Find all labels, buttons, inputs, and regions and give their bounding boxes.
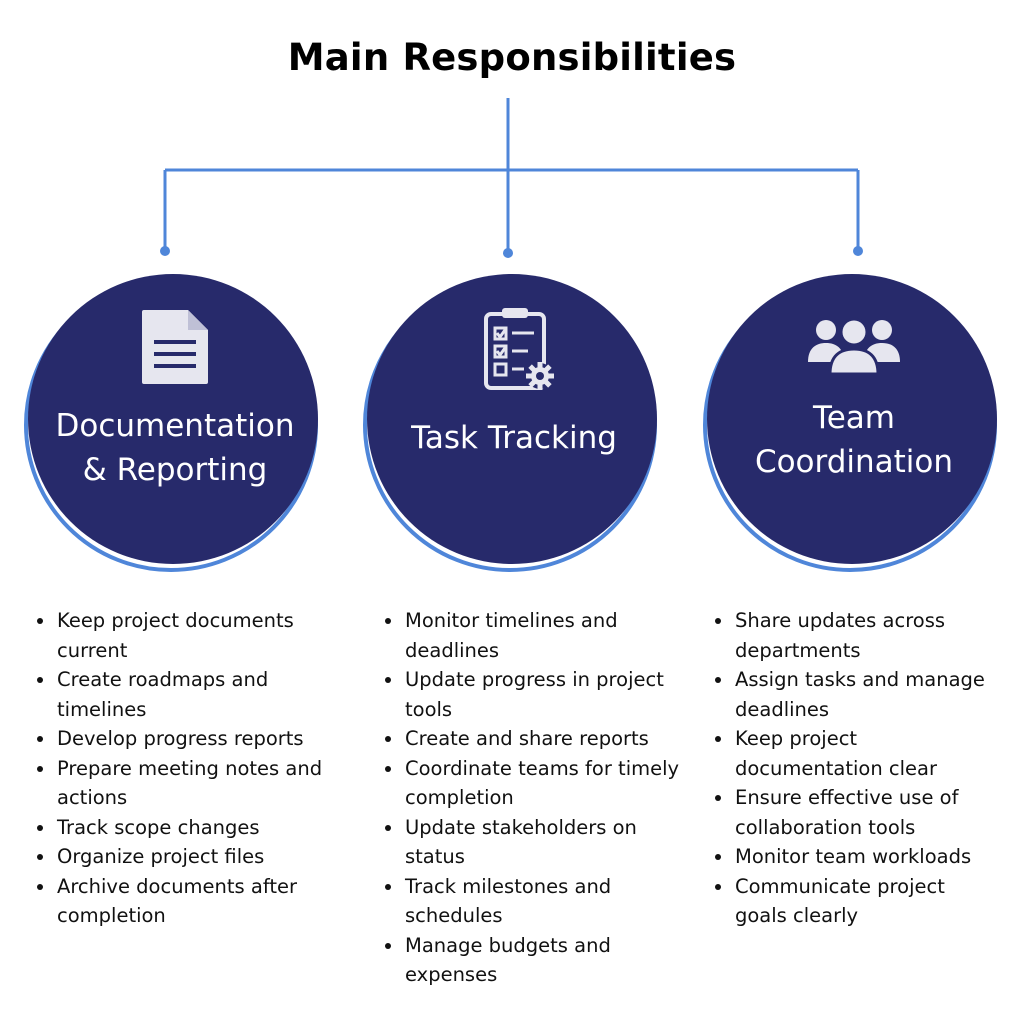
list-item: Develop progress reports [35,724,353,754]
right-connector-dot [853,246,863,256]
list-item: Prepare meeting notes and actions [35,754,353,813]
list-item: Keep project documentation clear [713,724,995,783]
list-item: Ensure effective use of collaboration to… [713,783,995,842]
documentation-task-list: Keep project documents current Create ro… [35,606,353,931]
list-item: Create roadmaps and timelines [35,665,353,724]
list-item: Organize project files [35,842,353,872]
clipboard-checklist-icon [482,306,562,399]
list-item: Monitor team workloads [713,842,995,872]
document-icon [140,308,210,391]
category-circle-documentation: Documentation & Reporting [24,274,318,572]
circle-fill [367,274,657,564]
left-connector-dot [160,246,170,256]
list-item: Track scope changes [35,813,353,843]
list-item: Coordinate teams for timely completion [383,754,685,813]
category-title-team-coordination: Team Coordination [754,400,954,480]
task-tracking-list: Monitor timelines and deadlines Update p… [383,606,685,990]
list-item: Keep project documents current [35,606,353,665]
list-item: Update stakeholders on status [383,813,685,872]
list-item: Track milestones and schedules [383,872,685,931]
list-item: Monitor timelines and deadlines [383,606,685,665]
category-circle-task-tracking: Task Tracking [363,274,657,572]
category-title-task-tracking: Task Tracking [411,420,617,456]
center-connector-dot [503,248,513,258]
list-item: Manage budgets and expenses [383,931,685,990]
list-item: Communicate project goals clearly [713,872,995,931]
list-item: Create and share reports [383,724,685,754]
team-coordination-list: Share updates across departments Assign … [713,606,995,931]
list-item: Share updates across departments [713,606,995,665]
team-icon [806,316,902,381]
page-title: Main Responsibilities [287,36,737,79]
list-item: Assign tasks and manage deadlines [713,665,995,724]
list-item: Archive documents after completion [35,872,353,931]
list-item: Update progress in project tools [383,665,685,724]
category-circle-team-coordination: Team Coordination [703,274,997,572]
category-title-documentation: Documentation & Reporting [55,408,295,488]
